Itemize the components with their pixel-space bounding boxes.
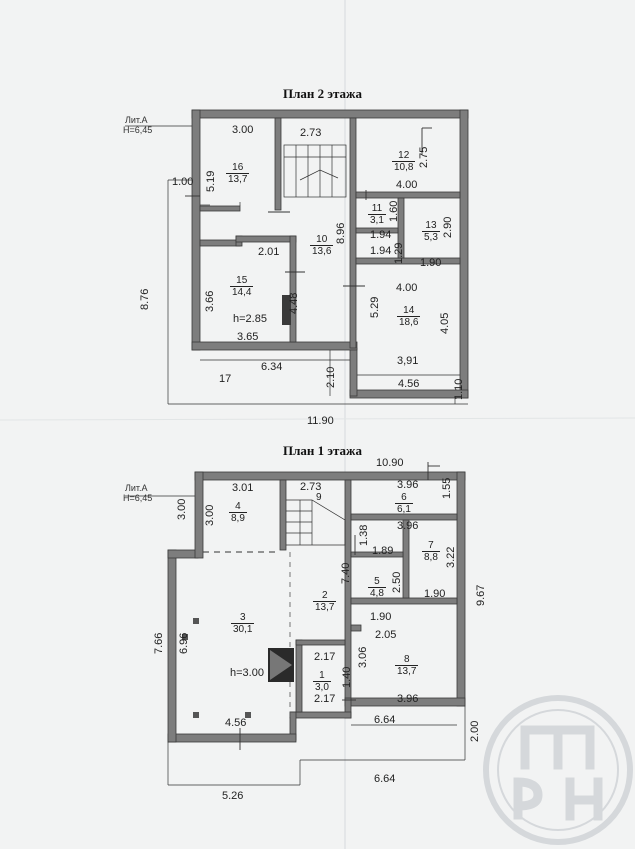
floor1-height-label: H=6,45 [123,493,153,503]
floor2-lit-label: Лит.А [125,115,148,125]
floor2-height-label: H=6,45 [123,125,153,135]
dim-label: 7.66 [153,632,165,654]
dim-label: 4.00 [396,282,418,294]
dim-label: 6.64 [374,773,396,785]
dim-label: 1.94 [370,245,392,257]
dim-label: 3.01 [232,482,254,494]
dim-label: 7.40 [340,562,352,584]
dim-label: 6.96 [178,632,190,654]
watermark-seal-icon [483,695,633,845]
dim-label: 3.66 [204,290,216,312]
dim-label: 10.90 [376,457,404,469]
floor1-title: План 1 этажа [283,443,362,458]
dim-label: 17 [219,373,232,385]
dim-label: 1.94 [370,229,392,241]
dim-label: 5.19 [205,170,217,192]
dim-label: 4.00 [396,179,418,191]
dim-label: 8.76 [139,288,151,310]
dim-label: 11.90 [307,415,334,427]
dim-label: 6.64 [374,714,396,726]
floor2-plan [125,109,469,405]
dim-label: 3.22 [445,546,457,568]
floor1-lit-label: Лит.А [125,483,148,493]
dim-label: 4.56 [225,717,247,729]
dim-label: 4.48 [288,292,300,314]
dim-label: 5.26 [222,790,244,802]
dim-label: 1.90 [370,611,392,623]
dim-label: 2.73 [300,481,322,493]
dim-label: 1.55 [441,477,453,499]
dim-label: 1.89 [372,545,394,557]
dim-label: 2.50 [391,571,403,593]
floor1-plan [125,462,466,786]
dim-label: 3.00 [204,504,216,526]
dim-label: 8.96 [335,222,347,244]
dim-label: 4.05 [439,312,451,334]
dim-label: 1.38 [358,524,370,546]
dim-label: 2.17 [314,693,336,705]
dim-label: 2.73 [300,127,322,139]
dim-label: 3,91 [397,355,419,367]
dim-label: 3.96 [397,693,419,705]
dim-label: 2.90 [442,216,454,238]
dim-label: 3.65 [237,331,259,343]
dim-label: 2.17 [314,651,336,663]
dim-label: 1.90 [420,257,442,269]
dim-label: 3.96 [397,479,419,491]
dim-label: 1.00 [172,176,194,188]
ceiling-height-label: h=3.00 [230,667,264,679]
dim-label: 1.29 [393,242,405,264]
dim-label: 3.00 [176,498,188,520]
dim-label: 9.67 [475,584,487,606]
dim-label: 3.06 [357,646,369,668]
dim-label: 3.00 [232,124,254,136]
dim-label: 2.10 [325,366,337,388]
room-label: 9 [316,492,322,503]
dim-label: 2.05 [375,629,397,641]
dim-label: 1.10 [453,378,465,400]
dim-label: 2.75 [418,146,430,168]
dim-label: 5.29 [369,296,381,318]
dim-label: 4.56 [398,378,420,390]
dim-label: 6.34 [261,361,283,373]
sheet-crease [0,417,635,421]
dim-label: 2.01 [258,246,280,258]
dim-label: 1.60 [388,200,400,222]
dim-label: 1.90 [424,588,446,600]
dim-label: 1.40 [341,666,353,688]
dim-label: 3.96 [397,520,419,532]
floor2-title: План 2 этажа [283,86,362,101]
ceiling-height-label: h=2.85 [233,313,267,325]
